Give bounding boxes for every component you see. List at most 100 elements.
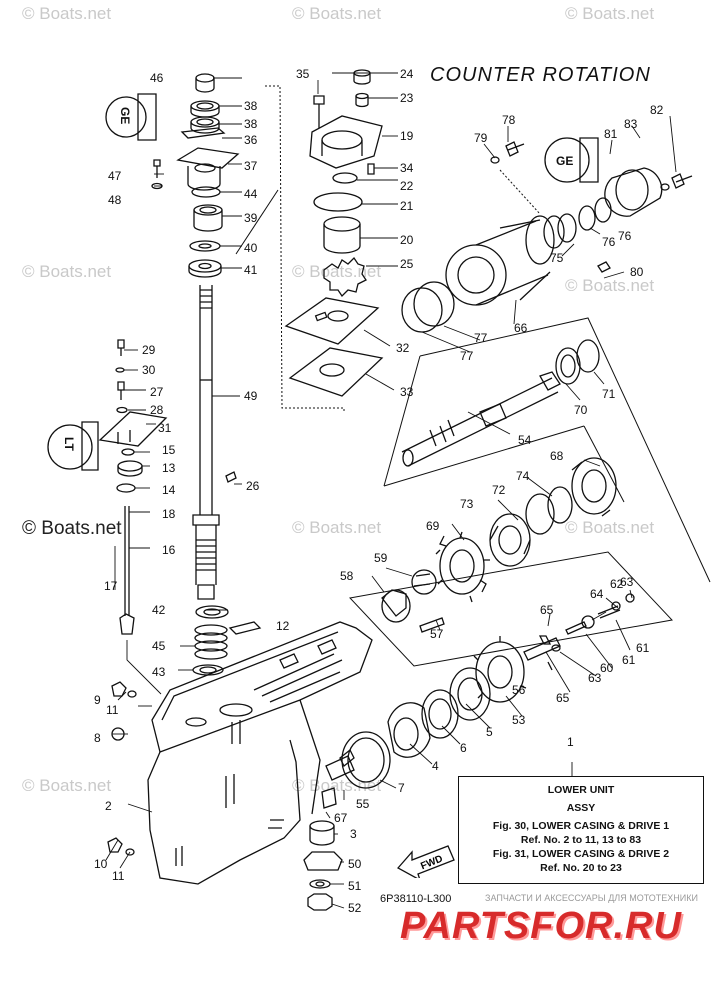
- callout-37: 37: [244, 159, 258, 173]
- callout-40: 40: [244, 241, 258, 255]
- callout-78: 78: [502, 113, 516, 127]
- callout-83: 83: [624, 117, 638, 131]
- callout-23: 23: [400, 91, 414, 105]
- callout-73: 73: [460, 497, 474, 511]
- callout-77: 77: [474, 331, 488, 345]
- callout-35: 35: [296, 67, 310, 81]
- callout-60: 60: [600, 661, 614, 675]
- callout-39: 39: [244, 211, 258, 225]
- callout-27: 27: [150, 385, 164, 399]
- grease-label: GE: [118, 107, 132, 124]
- legend-line: Fig. 30, LOWER CASING & DRIVE 1: [492, 820, 670, 832]
- callout-53: 53: [512, 713, 526, 727]
- callout-56: 56: [512, 683, 526, 697]
- callout-59: 59: [374, 551, 388, 565]
- callout-48: 48: [108, 193, 122, 207]
- callout-81: 81: [604, 127, 618, 141]
- callout-numbers: 1234567891011121314151617181920212223242…: [94, 67, 664, 915]
- callout-41: 41: [244, 263, 258, 277]
- callout-75: 75: [550, 251, 564, 265]
- callout-25: 25: [400, 257, 414, 271]
- watermark: © Boats.net: [565, 518, 655, 537]
- callout-28: 28: [150, 403, 164, 417]
- watermark: © Boats.net: [22, 4, 112, 23]
- callout-18: 18: [162, 507, 176, 521]
- callout-10: 10: [94, 857, 108, 871]
- grease-icon: [47, 93, 599, 471]
- callout-82: 82: [650, 103, 664, 117]
- watermark: © Boats.net: [565, 4, 655, 23]
- callout-52: 52: [348, 901, 362, 915]
- callout-79: 79: [474, 131, 488, 145]
- callout-32: 32: [396, 341, 410, 355]
- callout-64: 64: [590, 587, 604, 601]
- lower-casing: [147, 621, 373, 885]
- callout-65: 65: [540, 603, 554, 617]
- callout-24: 24: [400, 67, 414, 81]
- legend-line: ASSY: [566, 802, 596, 814]
- callout-46: 46: [150, 71, 164, 85]
- prop-shaft-housing: [401, 141, 693, 333]
- callout-65: 65: [556, 691, 570, 705]
- watermark: © Boats.net: [22, 776, 112, 795]
- document-number: 6P38110-L300: [380, 893, 452, 905]
- shop-tagline: ЗАПЧАСТИ И АКСЕССУАРЫ ДЛЯ МОТОТЕХНИКИ: [485, 893, 698, 903]
- callout-1: 1: [567, 735, 574, 749]
- callout-80: 80: [630, 265, 644, 279]
- callout-20: 20: [400, 233, 414, 247]
- callout-58: 58: [340, 569, 354, 583]
- callout-62: 62: [610, 577, 624, 591]
- reverse-gear: [341, 636, 527, 789]
- callout-68: 68: [550, 449, 564, 463]
- legend-line: Ref. No. 20 to 23: [540, 862, 622, 874]
- callout-14: 14: [162, 483, 176, 497]
- callout-7: 7: [398, 781, 405, 795]
- callout-34: 34: [400, 161, 414, 175]
- water-pump: [284, 69, 384, 397]
- shift-plunger: [523, 593, 635, 671]
- callout-72: 72: [492, 483, 506, 497]
- callout-49: 49: [244, 389, 258, 403]
- callout-50: 50: [348, 857, 362, 871]
- callout-11: 11: [112, 869, 125, 883]
- callout-77: 77: [460, 349, 474, 363]
- callout-3: 3: [350, 827, 357, 841]
- diagram-title: COUNTER ROTATION: [430, 64, 651, 86]
- legend-line: Ref. No. 2 to 11, 13 to 83: [520, 834, 642, 846]
- callout-29: 29: [142, 343, 156, 357]
- shift-rod: [98, 339, 168, 635]
- watermark: © Boats.net: [22, 518, 122, 539]
- callout-38: 38: [244, 117, 258, 131]
- bearing-set: [489, 457, 617, 567]
- callout-76: 76: [618, 229, 632, 243]
- brand-logo: PARTSFOR.RU: [400, 905, 682, 947]
- callout-33: 33: [400, 385, 414, 399]
- legend-box: LOWER UNIT ASSY Fig. 30, LOWER CASING & …: [458, 776, 704, 884]
- callout-2: 2: [105, 799, 112, 813]
- callout-31: 31: [158, 421, 172, 435]
- dog-clutch: [381, 569, 445, 633]
- callout-66: 66: [514, 321, 528, 335]
- watermark: © Boats.net: [292, 4, 382, 23]
- callout-76: 76: [602, 235, 616, 249]
- callout-47: 47: [108, 169, 122, 183]
- callout-15: 15: [162, 443, 176, 457]
- watermark: © Boats.net: [292, 262, 382, 281]
- callout-70: 70: [574, 403, 588, 417]
- callout-22: 22: [400, 179, 414, 193]
- forward-gear: [435, 531, 490, 603]
- callout-61: 61: [622, 653, 636, 667]
- callout-42: 42: [152, 603, 166, 617]
- fwd-arrow-icon: FWD: [396, 845, 455, 878]
- callout-45: 45: [152, 639, 166, 653]
- grease-label: GE: [556, 154, 573, 168]
- legend-line: LOWER UNIT: [547, 784, 615, 796]
- callout-38: 38: [244, 99, 258, 113]
- callout-51: 51: [348, 879, 362, 893]
- legend-line: Fig. 31, LOWER CASING & DRIVE 2: [492, 848, 670, 860]
- callout-43: 43: [152, 665, 166, 679]
- callout-67: 67: [334, 811, 348, 825]
- callout-26: 26: [246, 479, 260, 493]
- grease-label: LT: [62, 437, 76, 451]
